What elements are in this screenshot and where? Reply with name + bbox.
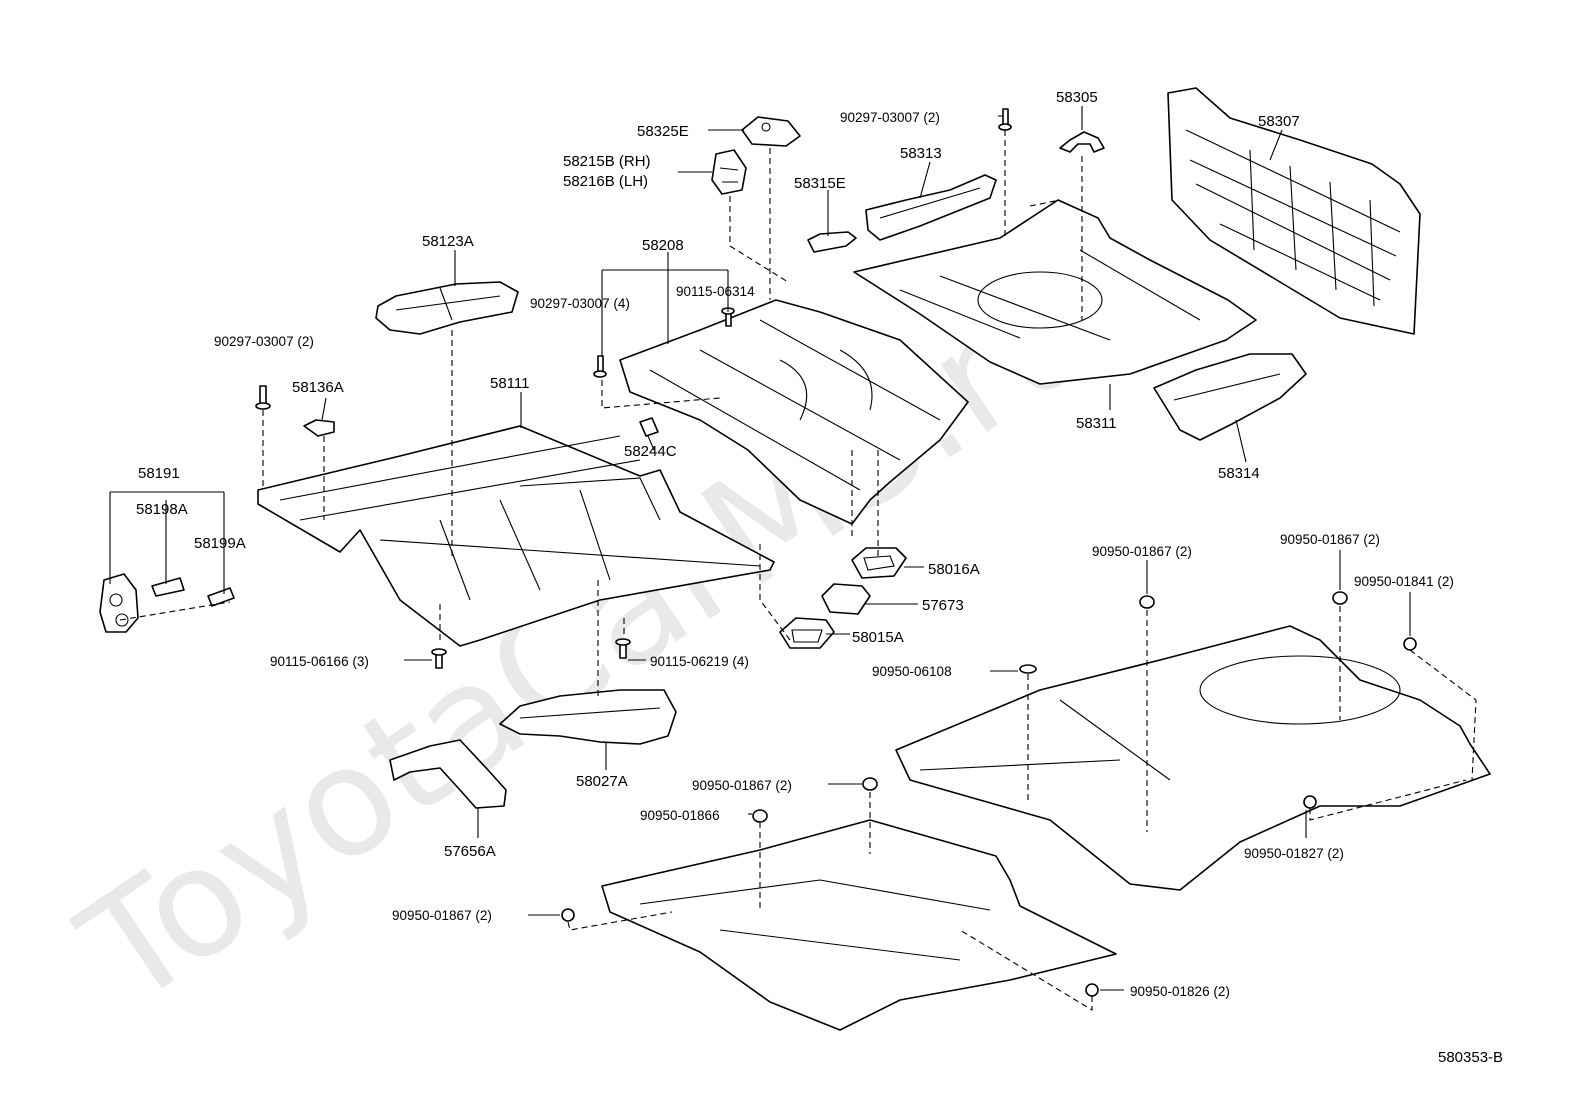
label-58123A: 58123A — [422, 233, 474, 250]
callout-labels: 58325E 58215B (RH) 58216B (LH) 90297-030… — [136, 89, 1503, 1066]
plug-90950-01867-b — [1332, 591, 1348, 605]
label-58244C: 58244C — [624, 443, 677, 460]
plug-90950-01867-a — [1139, 595, 1155, 609]
plug-90950-01867-d — [561, 908, 575, 922]
drawing-number: 580353-B — [1438, 1049, 1503, 1066]
bolt-90297-center — [593, 355, 607, 378]
part-58244C — [639, 417, 659, 437]
plug-90950-01866 — [752, 809, 768, 823]
label-58111: 58111 — [490, 375, 530, 392]
label-90115-06219-4: 90115-06219 (4) — [650, 654, 749, 669]
part-58015A — [779, 617, 835, 649]
plug-90950-06108 — [1019, 664, 1037, 674]
label-90950-01866: 90950-01866 — [640, 808, 720, 823]
part-57673 — [821, 583, 871, 615]
plug-90950-01826 — [1085, 983, 1099, 997]
label-58015A: 58015A — [852, 629, 904, 646]
bolt-90297-top — [998, 108, 1012, 131]
label-90950-06108: 90950-06108 — [872, 664, 952, 679]
part-58111 — [257, 425, 775, 647]
label-57656A: 57656A — [444, 843, 496, 860]
part-58136A — [303, 419, 335, 437]
bolt-90115-06166 — [431, 648, 447, 669]
label-90950-01841-2: 90950-01841 (2) — [1354, 574, 1454, 589]
label-58216B: 58216B (LH) — [563, 173, 648, 190]
part-58313 — [865, 174, 997, 241]
label-58325E: 58325E — [637, 123, 689, 140]
part-58215B — [711, 149, 747, 195]
part-58311 — [853, 199, 1257, 385]
label-58311: 58311 — [1076, 415, 1117, 432]
label-90950-01867-2-d: 90950-01867 (2) — [392, 908, 492, 923]
part-58199A — [207, 587, 235, 607]
part-58314 — [1153, 353, 1307, 441]
label-58305: 58305 — [1056, 89, 1098, 106]
part-58325E — [741, 116, 801, 147]
bolt-90115-06219 — [615, 638, 631, 659]
label-90950-01826-2: 90950-01826 (2) — [1130, 984, 1230, 999]
part-58208 — [619, 299, 969, 525]
label-58016A: 58016A — [928, 561, 980, 578]
label-58136A: 58136A — [292, 379, 344, 396]
part-58305 — [1059, 131, 1105, 153]
label-90115-06314: 90115-06314 — [676, 284, 755, 299]
plug-90950-01867-c — [862, 777, 878, 791]
label-58198A: 58198A — [136, 501, 188, 518]
part-58307 — [1167, 87, 1421, 335]
label-58314: 58314 — [1218, 465, 1260, 482]
label-90115-06166-3: 90115-06166 (3) — [270, 654, 369, 669]
plug-90950-01827 — [1303, 795, 1317, 809]
part-58016A — [851, 547, 907, 579]
part-57656A — [389, 739, 507, 809]
label-90297-03007-2-top: 90297-03007 (2) — [840, 110, 940, 125]
part-58315E — [807, 231, 857, 253]
label-90950-01867-2-c: 90950-01867 (2) — [692, 778, 792, 793]
label-58208: 58208 — [642, 237, 684, 254]
part-58198A — [151, 577, 185, 597]
label-58191: 58191 — [138, 465, 180, 482]
label-58199A: 58199A — [194, 535, 246, 552]
label-90950-01867-2-b: 90950-01867 (2) — [1280, 532, 1380, 547]
label-58313: 58313 — [900, 145, 942, 162]
label-90950-01867-2-a: 90950-01867 (2) — [1092, 544, 1192, 559]
part-58027A — [499, 689, 677, 745]
bolt-90297-left — [255, 385, 271, 410]
label-90297-03007-4: 90297-03007 (4) — [530, 296, 630, 311]
plug-90950-01841 — [1403, 637, 1417, 651]
label-58307: 58307 — [1258, 113, 1300, 130]
label-58315E: 58315E — [794, 175, 846, 192]
part-rear-silencer — [895, 625, 1491, 891]
part-58123A — [375, 281, 519, 335]
part-front-silencer — [601, 819, 1117, 1031]
label-57673: 57673 — [922, 597, 964, 614]
label-90297-03007-2-left: 90297-03007 (2) — [214, 334, 314, 349]
part-58191 — [99, 573, 139, 633]
label-90950-01827-2: 90950-01827 (2) — [1244, 846, 1344, 861]
label-58215B: 58215B (RH) — [563, 153, 651, 170]
leader-lines — [109, 106, 1477, 1011]
label-58027A: 58027A — [576, 773, 628, 790]
